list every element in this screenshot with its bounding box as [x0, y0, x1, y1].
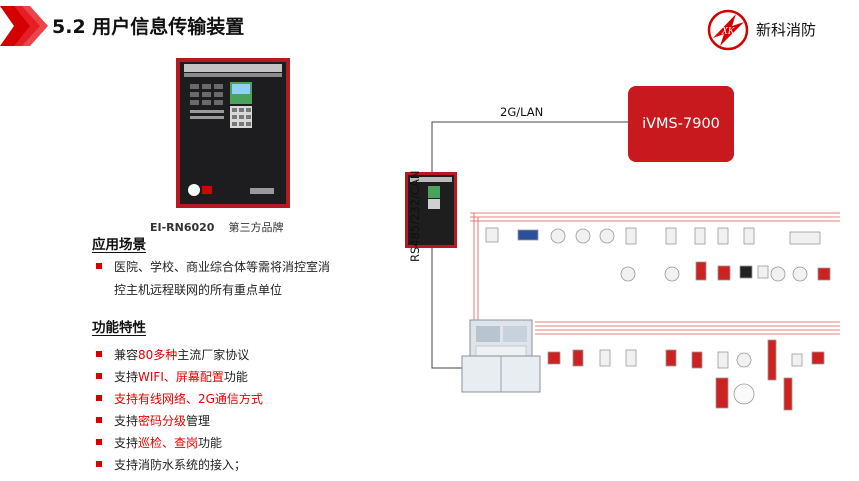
device-caption: EI-RN6020 第三方品牌 [150, 219, 283, 235]
device-model: EI-RN6020 [150, 221, 215, 234]
device-brand: 第三方品牌 [228, 221, 284, 234]
lan-link-label: 2G/LAN [500, 105, 544, 119]
applications-title: 应用场景 [92, 237, 146, 253]
feature-item: 支持密码分级管理 [94, 410, 263, 432]
diagram-device-image [405, 172, 457, 248]
feature-item: 支持巡检、查岗功能 [94, 432, 263, 454]
feature-item: 支持消防水系统的接入； [94, 454, 263, 476]
feature-item: 支持有线网络、2G通信方式 [94, 388, 263, 410]
company-name: 新科消防 [756, 21, 817, 39]
ivms-server-box: iVMS-7900 [628, 86, 734, 162]
applications-line-1: 医院、学校、商业综合体等需将消控室消 [114, 260, 331, 274]
features-title: 功能特性 [92, 320, 146, 336]
header-chevron-icon [0, 6, 48, 46]
device-image [176, 58, 290, 208]
bus-protocol-label: RS485/232/CAN [408, 170, 422, 262]
applications-item: 医院、学校、商业综合体等需将消控室消 [94, 256, 330, 278]
applications-line-2: 控主机远程联网的所有重点单位 [114, 283, 283, 297]
company-logo-icon: XK [707, 9, 749, 51]
feature-item: 兼容80多种主流厂家协议 [94, 344, 263, 366]
applications-list: 医院、学校、商业综合体等需将消控室消 [94, 256, 330, 278]
features-list: 兼容80多种主流厂家协议 支持WIFI、屏幕配置功能 支持有线网络、2G通信方式… [94, 344, 263, 476]
feature-item: 支持WIFI、屏幕配置功能 [94, 366, 263, 388]
page-title: 5.2 用户信息传输装置 [52, 16, 245, 38]
logo-monogram: XK [721, 26, 736, 37]
fire-controller-image [461, 319, 541, 393]
ivms-server-label: iVMS-7900 [642, 116, 720, 132]
